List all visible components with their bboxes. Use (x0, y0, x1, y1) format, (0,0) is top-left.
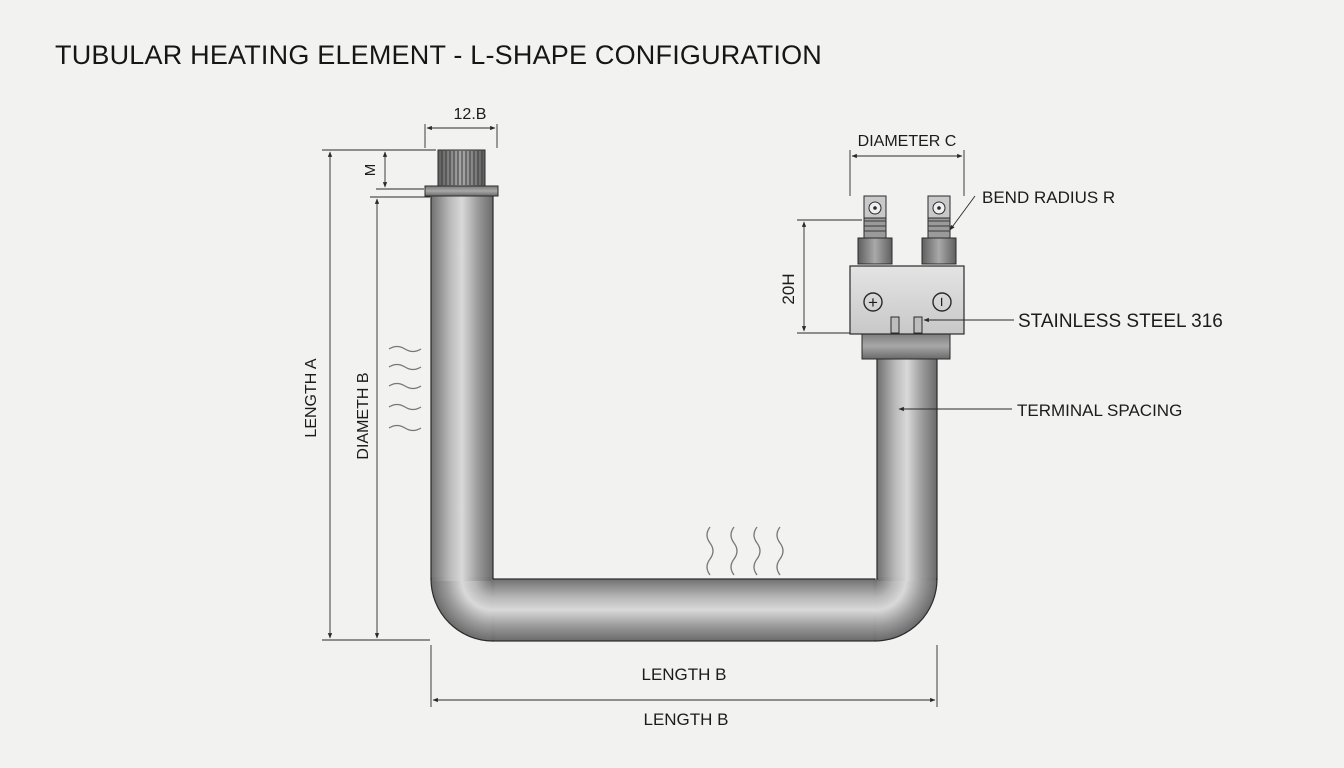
label-length-b-upper: LENGTH B (641, 665, 726, 684)
label-12b: 12.B (454, 106, 487, 123)
terminal-head: + − (849, 265, 965, 360)
label-bend-radius: BEND RADIUS R (982, 188, 1115, 207)
label-length-a: LENGTH A (303, 358, 320, 437)
negative-terminal-icon (932, 292, 952, 312)
heat-waves-left-icon (388, 345, 422, 432)
label-terminal-spacing: TERMINAL SPACING (1017, 401, 1182, 420)
dimension-length-b (430, 645, 938, 707)
dimension-12b (424, 124, 498, 148)
page-title: TUBULAR HEATING ELEMENT - L-SHAPE CONFIG… (55, 40, 822, 70)
terminal-post-right (921, 195, 957, 265)
dimension-m (376, 149, 436, 190)
dimension-20h (797, 219, 862, 334)
threaded-fitting (424, 149, 499, 197)
label-material: STAINLESS STEEL 316 (1018, 311, 1223, 332)
positive-symbol: + (868, 293, 878, 312)
dimension-diameter-b (370, 196, 430, 639)
heating-tube (430, 194, 938, 642)
label-length-b-lower: LENGTH B (643, 710, 728, 729)
dimension-diameter-c (849, 150, 965, 196)
dimension-length-a (322, 149, 436, 641)
positive-terminal-icon (863, 292, 883, 312)
heat-waves-bottom-icon (706, 526, 784, 576)
label-diameter-c: DIAMETER C (858, 133, 957, 150)
leader-bend-radius (949, 195, 976, 231)
negative-symbol: − (932, 297, 951, 307)
label-diameter-b: DIAMETH B (355, 372, 372, 459)
terminal-post-left (857, 195, 893, 265)
label-m: M (362, 164, 379, 177)
label-20h: 20H (779, 273, 798, 304)
